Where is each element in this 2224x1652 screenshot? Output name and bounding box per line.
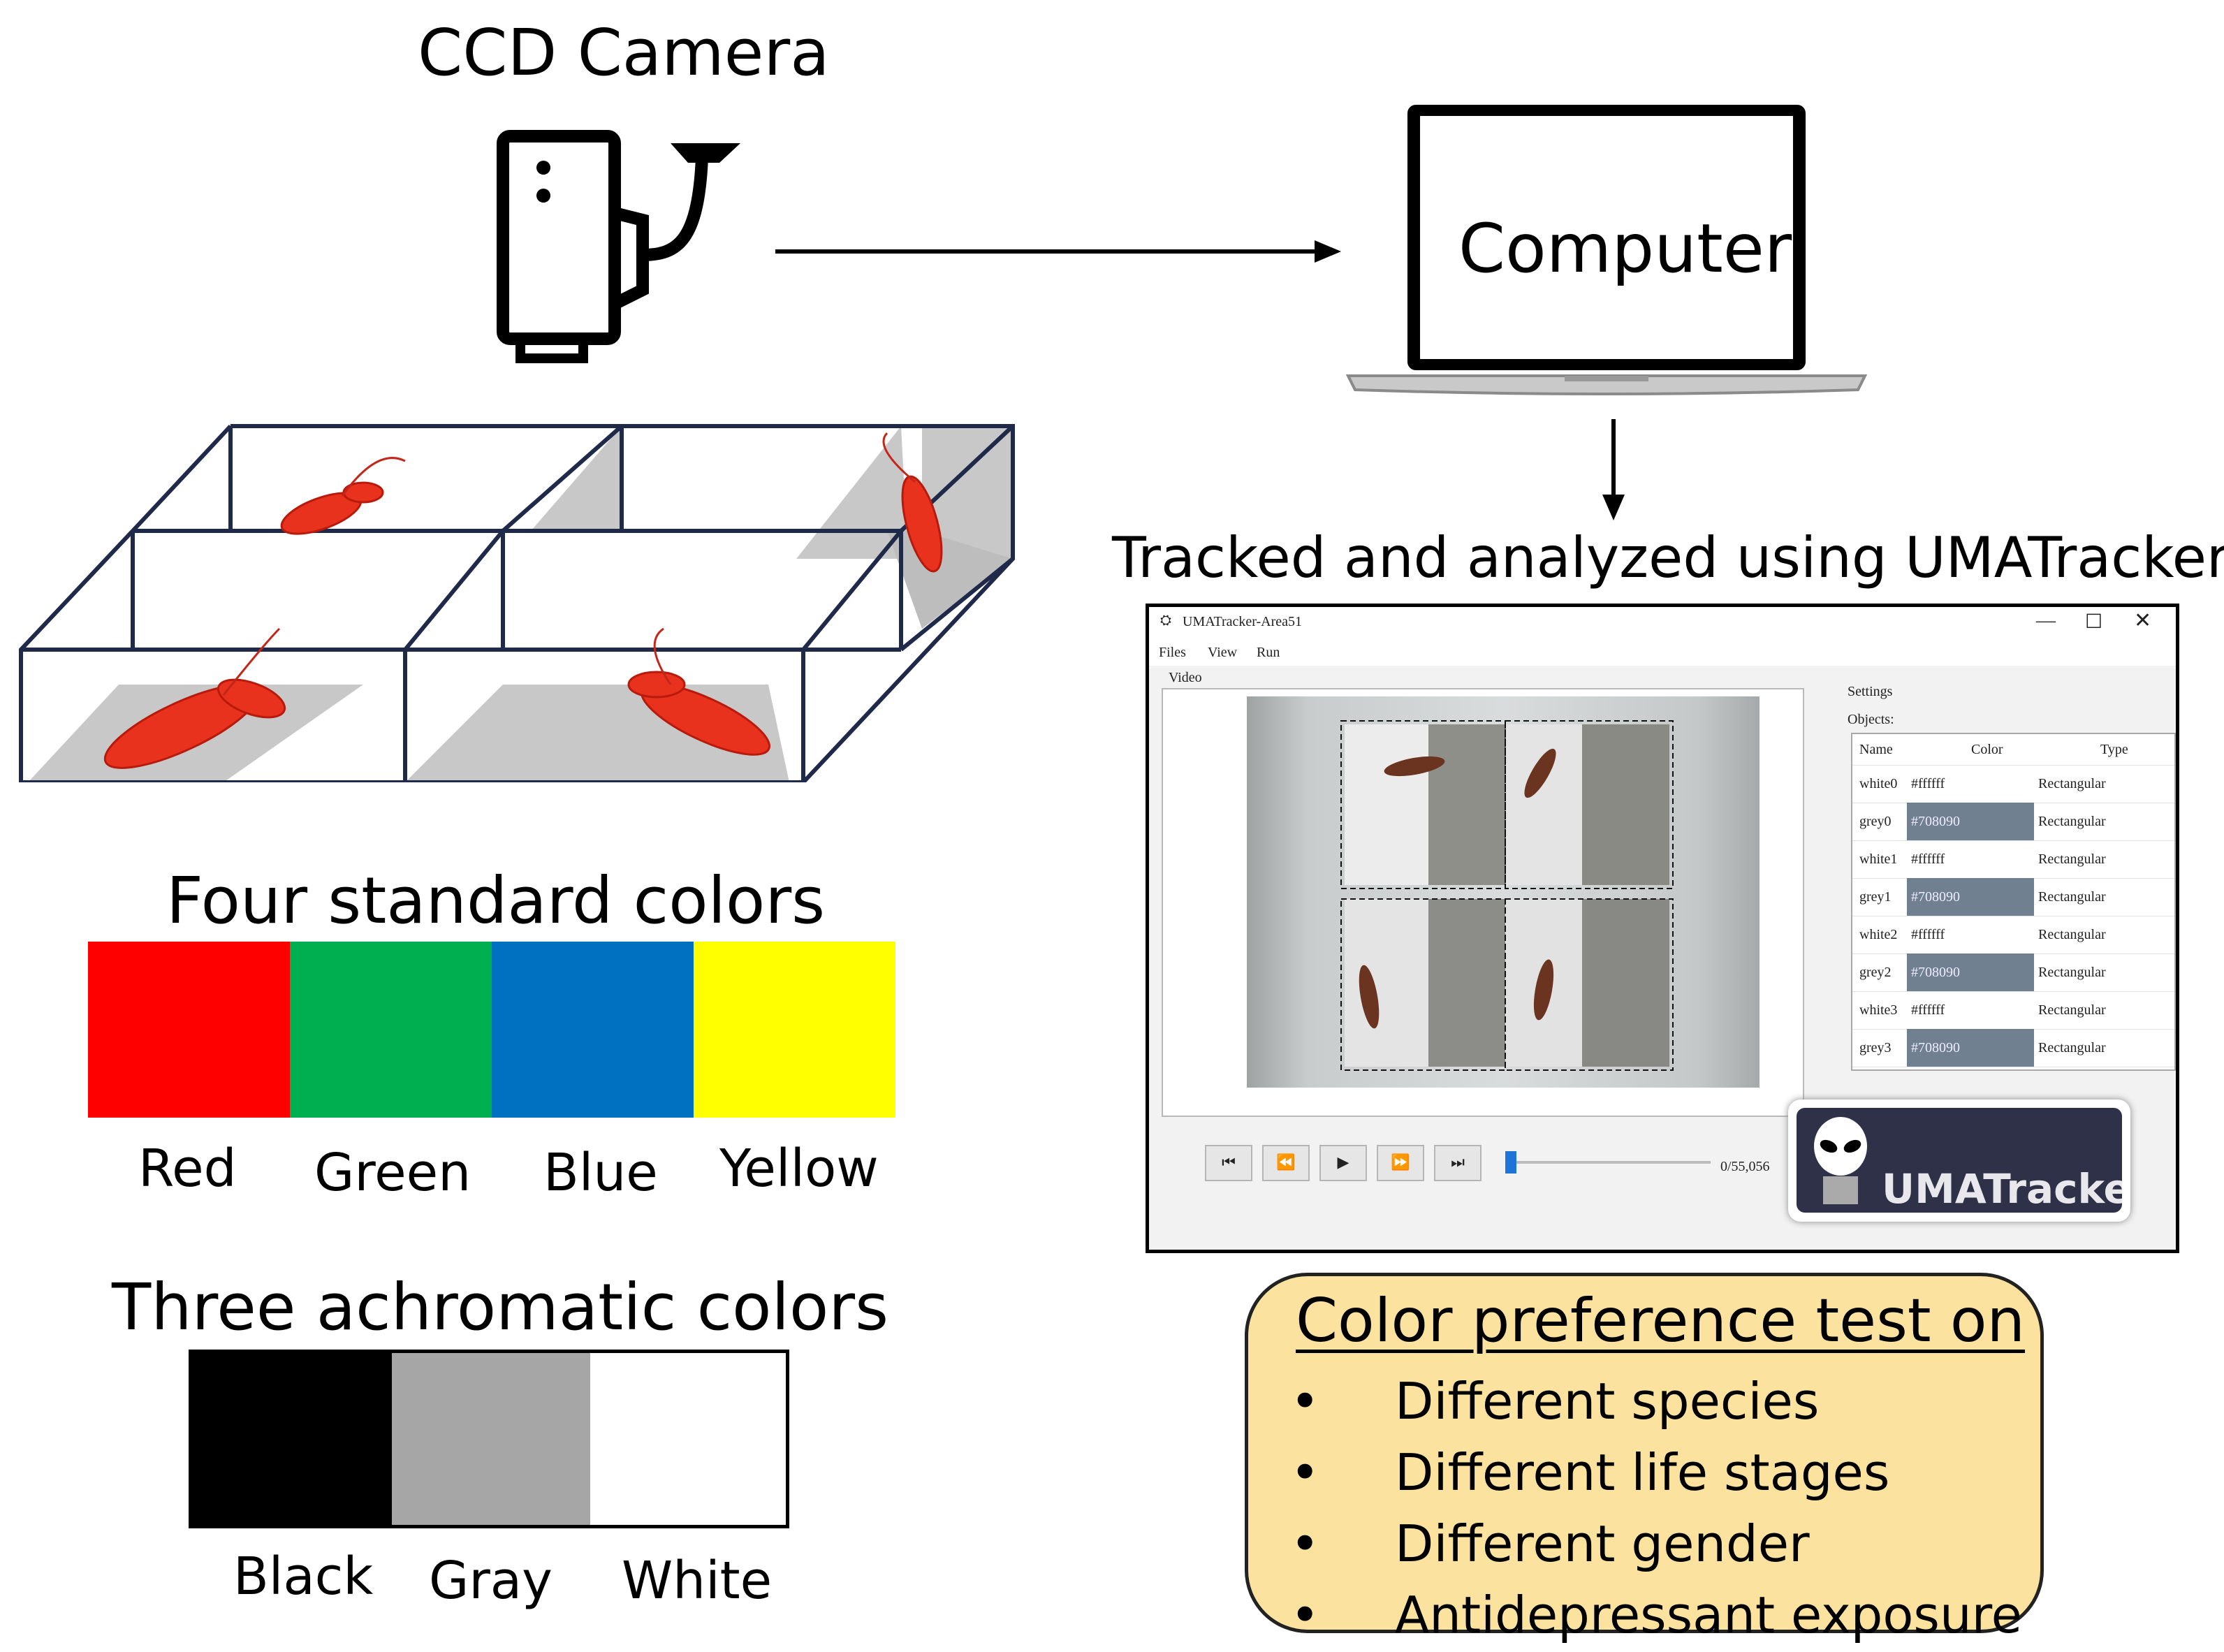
skip-to-start-button[interactable]: ⏮: [1205, 1145, 1252, 1181]
slider-handle[interactable]: [1505, 1151, 1516, 1174]
row-color: #708090: [1907, 1029, 2034, 1067]
row-type: Rectangular: [2038, 1040, 2106, 1055]
computer-label: Computer: [1458, 210, 1792, 288]
list-item: •Different life stages: [1290, 1443, 1890, 1502]
table-row[interactable]: grey0 #708090 Rectangular: [1852, 803, 2174, 841]
rewind-button[interactable]: ⏪: [1262, 1145, 1310, 1181]
label-white: White: [622, 1551, 773, 1611]
skip-to-end-button[interactable]: ⏭: [1434, 1145, 1482, 1181]
minimize-icon[interactable]: —: [2036, 610, 2056, 631]
row-name: grey3: [1859, 1040, 1892, 1055]
window-titlebar: ⛭ UMATracker-Area51 — ☐ ✕: [1149, 607, 2176, 638]
swatch-black: [192, 1353, 392, 1525]
logo-text: UMATracker: [1882, 1165, 2122, 1213]
label-blue: Blue: [543, 1143, 658, 1203]
progress-slider[interactable]: [1505, 1151, 1711, 1174]
fast-forward-button[interactable]: ⏩: [1377, 1145, 1424, 1181]
row-name: grey0: [1859, 814, 1892, 829]
frame-counter: 0/55,056: [1720, 1159, 1770, 1174]
table-header: Name Color Type: [1852, 734, 2174, 766]
header-type: Type: [2100, 742, 2128, 757]
preference-list: •Different species •Different life stage…: [1290, 1366, 2022, 1651]
swatch-red: [88, 942, 290, 1118]
row-name: grey1: [1859, 889, 1892, 905]
row-type: Rectangular: [2038, 965, 2106, 980]
ccd-camera-icon: [497, 130, 740, 363]
row-name: white3: [1859, 1002, 1898, 1018]
menu-bar: Files View Run: [1149, 638, 2176, 666]
swatch-white: [590, 1353, 786, 1525]
row-color: #ffffff: [1911, 851, 1945, 867]
tracking-caption: Tracked and analyzed using UMATracker: [1112, 525, 2224, 590]
standard-color-swatches: [88, 942, 895, 1118]
row-color: #ffffff: [1911, 776, 1945, 791]
achromatic-colors-title: Three achromatic colors: [112, 1270, 889, 1345]
table-row[interactable]: white0 #ffffff Rectangular: [1852, 765, 2174, 803]
row-color: #ffffff: [1911, 1002, 1945, 1018]
laptop-icon: [1345, 105, 1868, 395]
row-type: Rectangular: [2038, 776, 2106, 791]
row-color: #708090: [1907, 953, 2034, 991]
menu-files[interactable]: Files: [1159, 645, 1186, 660]
list-item: •Different gender: [1290, 1514, 1810, 1573]
swatch-blue: [492, 942, 694, 1118]
video-frame: [1247, 696, 1760, 1088]
menu-run[interactable]: Run: [1257, 645, 1280, 660]
umatracker-window: ⛭ UMATracker-Area51 — ☐ ✕ Files View Run…: [1146, 604, 2179, 1253]
table-row[interactable]: white1 #ffffff Rectangular: [1852, 840, 2174, 879]
list-item: •Antidepressant exposure: [1290, 1586, 2022, 1644]
header-name: Name: [1859, 742, 1893, 757]
table-row[interactable]: white2 #ffffff Rectangular: [1852, 916, 2174, 954]
list-item: •Different species: [1290, 1372, 1820, 1431]
row-type: Rectangular: [2038, 889, 2106, 905]
table-row[interactable]: white3 #ffffff Rectangular: [1852, 991, 2174, 1030]
row-type: Rectangular: [2038, 814, 2106, 829]
app-icon: ⛭: [1160, 613, 1171, 628]
row-name: grey2: [1859, 965, 1892, 980]
swatch-green: [290, 942, 492, 1118]
camera-label: CCD Camera: [418, 15, 830, 90]
label-black: Black: [233, 1547, 374, 1607]
table-row[interactable]: grey2 #708090 Rectangular: [1852, 953, 2174, 992]
objects-label: Objects:: [1848, 712, 1894, 727]
row-name: white0: [1859, 776, 1898, 791]
label-green: Green: [314, 1143, 471, 1203]
achromatic-color-swatches: [189, 1350, 789, 1528]
menu-view[interactable]: View: [1208, 645, 1238, 660]
row-name: white1: [1859, 851, 1898, 867]
row-type: Rectangular: [2038, 851, 2106, 867]
play-button[interactable]: ▶: [1319, 1145, 1367, 1181]
preference-heading: Color preference test on: [1296, 1286, 2026, 1356]
close-icon[interactable]: ✕: [2134, 609, 2152, 632]
swatch-yellow: [694, 942, 895, 1118]
settings-label: Settings: [1848, 684, 1893, 699]
window-title: UMATracker-Area51: [1183, 614, 1303, 629]
row-type: Rectangular: [2038, 927, 2106, 942]
swatch-gray: [392, 1353, 590, 1525]
row-color: #708090: [1907, 803, 2034, 840]
alien-icon: [1814, 1117, 1867, 1204]
color-preference-box: Color preference test on •Different spec…: [1245, 1273, 2044, 1644]
header-color: Color: [1971, 742, 2003, 757]
standard-colors-title: Four standard colors: [166, 863, 826, 938]
maximize-icon[interactable]: ☐: [2085, 611, 2103, 633]
label-gray: Gray: [429, 1551, 553, 1611]
video-panel: [1162, 688, 1804, 1117]
row-type: Rectangular: [2038, 1002, 2106, 1018]
umatracker-logo: UMATracker: [1788, 1099, 2130, 1222]
video-group-label: Video: [1169, 670, 1202, 685]
row-color: #708090: [1907, 878, 2034, 916]
label-red: Red: [138, 1139, 237, 1199]
tracked-arena-image: [1340, 720, 1674, 1071]
row-name: white2: [1859, 927, 1898, 942]
arrow-camera-to-computer: [775, 240, 1341, 263]
row-color: #ffffff: [1911, 927, 1945, 942]
tank-setup: [19, 424, 1015, 782]
table-row[interactable]: grey3 #708090 Rectangular: [1852, 1029, 2174, 1067]
label-yellow: Yellow: [719, 1139, 879, 1199]
arrow-computer-to-tracker: [1602, 419, 1625, 520]
